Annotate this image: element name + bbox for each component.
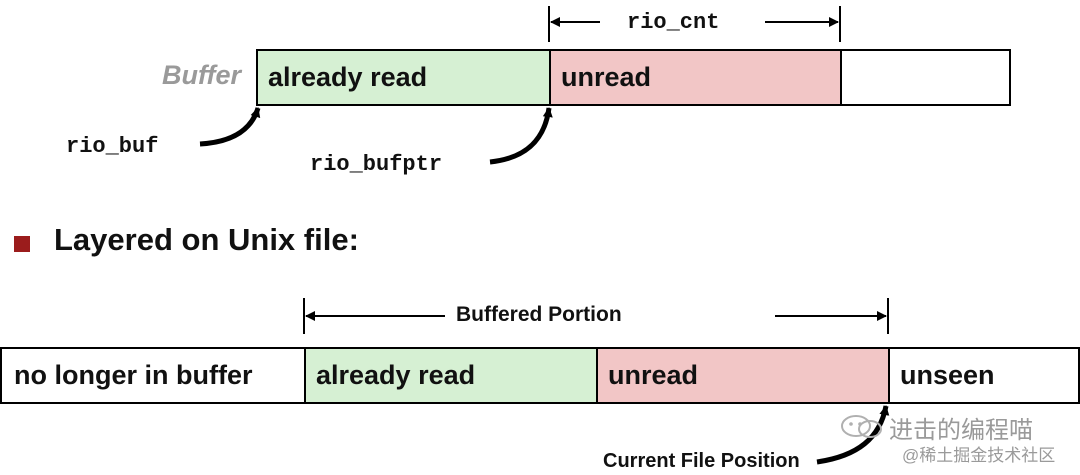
wechat-logo-icon	[841, 415, 882, 438]
rio-cnt-label: rio_cnt	[627, 10, 720, 35]
watermark-subtitle: @稀土掘金技术社区	[902, 446, 1056, 465]
current-file-position-arrow	[816, 405, 890, 465]
file-already-read-segment: already read	[304, 347, 598, 404]
buffered-portion-label: Buffered Portion	[456, 303, 622, 326]
rio-cnt-bracket	[548, 6, 841, 42]
current-file-position-label: Current File Position	[603, 450, 800, 472]
file-no-longer-label: no longer in buffer	[14, 360, 253, 390]
watermark-title: 进击的编程喵	[889, 417, 1033, 444]
bullet-square	[14, 236, 30, 252]
buffer-already-read-label: already read	[268, 62, 428, 92]
file-unread-segment: unread	[596, 347, 890, 404]
file-unseen-segment: unseen	[888, 347, 1080, 404]
rio-bufptr-arrow	[489, 107, 553, 165]
rio-buf-arrow	[199, 107, 261, 147]
section-heading: Layered on Unix file:	[54, 222, 359, 257]
buffer-unread-segment: unread	[549, 49, 842, 106]
file-already-read-label: already read	[316, 360, 476, 390]
buffer-already-read-segment: already read	[256, 49, 551, 106]
file-no-longer-segment: no longer in buffer	[0, 347, 306, 404]
buffer-label: Buffer	[162, 60, 242, 90]
buffer-unread-label: unread	[561, 62, 652, 92]
rio-buf-label: rio_buf	[66, 134, 159, 159]
file-unseen-label: unseen	[900, 360, 995, 390]
buffered-portion-bracket	[303, 298, 889, 334]
file-unread-label: unread	[608, 360, 699, 390]
rio-bufptr-label: rio_bufptr	[310, 152, 443, 177]
buffer-empty-segment	[840, 49, 1011, 106]
